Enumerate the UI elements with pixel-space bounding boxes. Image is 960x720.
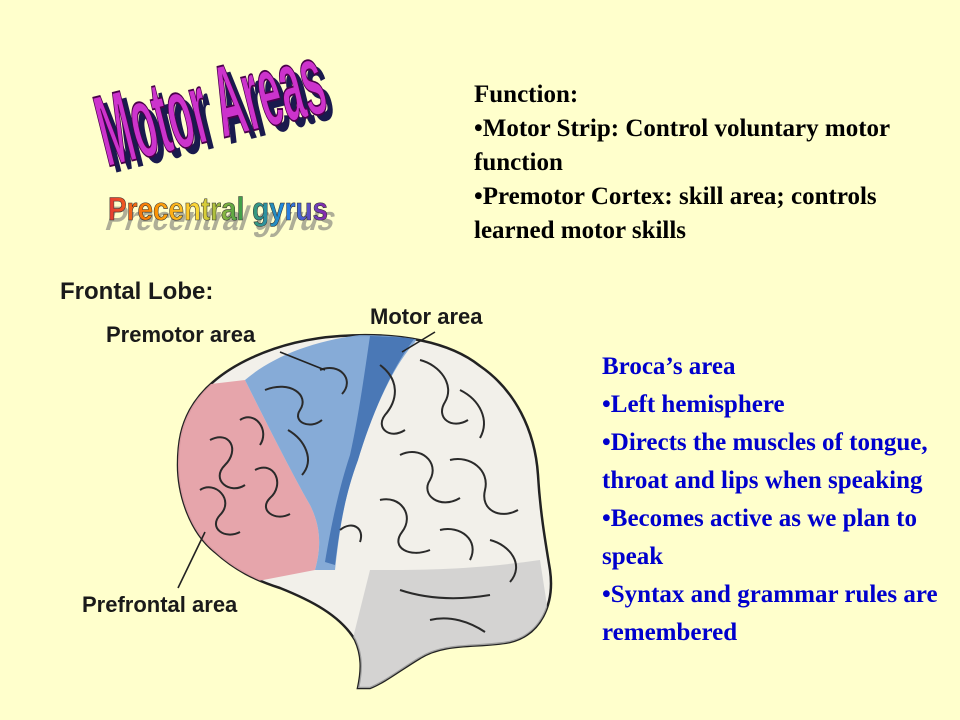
function-heading: Function:	[474, 81, 579, 108]
function-bullet-list: •Motor Strip: Control voluntary motor fu…	[474, 112, 944, 248]
list-item: •Left hemisphere	[602, 391, 785, 418]
list-item: •Premotor Cortex: skill area; controls l…	[474, 183, 877, 244]
title-wordart: Motor Areas Motor Areas	[84, 30, 342, 180]
subtitle-shadow: Precentral gyrus	[101, 200, 341, 238]
broca-bullet-list: •Left hemisphere •Directs the muscles of…	[602, 386, 942, 652]
function-bullet-text: Premotor Cortex: skill area; controls le…	[474, 183, 877, 244]
broca-text-block: Broca’s area •Left hemisphere •Directs t…	[602, 348, 942, 652]
gyri-lines	[199, 359, 519, 633]
broca-bullet-text: Syntax and grammar rules are remembered	[602, 581, 938, 646]
function-text-block: Function: •Motor Strip: Control voluntar…	[474, 78, 944, 248]
premotor-area-label: Premotor area	[106, 322, 256, 347]
prefrontal-leader	[177, 531, 206, 589]
page-subtitle: Precentral gyrus	[108, 191, 328, 227]
list-item: •Syntax and grammar rules are remembered	[602, 581, 938, 646]
figure-heading: Frontal Lobe:	[60, 278, 214, 305]
motor-area-label: Motor area	[370, 304, 483, 329]
frontal-lobe-figure: Frontal Lobe: Premotor area Motor area P…	[40, 270, 560, 690]
page-title: Motor Areas	[85, 30, 336, 180]
label-leaders	[177, 331, 436, 589]
broca-bullet-text: Left hemisphere	[610, 391, 785, 418]
broca-bullet-text: Becomes active as we plan to speak	[602, 505, 917, 570]
temporal-region	[340, 560, 551, 689]
premotor-leader	[279, 351, 326, 371]
list-item: •Becomes active as we plan to speak	[602, 505, 917, 570]
broca-bullet-text: Directs the muscles of tongue, throat an…	[602, 429, 928, 494]
brain-illustration	[176, 331, 553, 690]
function-bullet-text: Motor Strip: Control voluntary motor fun…	[474, 115, 890, 176]
motor-leader	[401, 331, 436, 353]
list-item: •Directs the muscles of tongue, throat a…	[602, 429, 928, 494]
prefrontal-area-label: Prefrontal area	[82, 592, 238, 617]
list-item: •Motor Strip: Control voluntary motor fu…	[474, 115, 890, 176]
subtitle-wordart: Precentral gyrus Precentral gyrus	[101, 191, 341, 238]
broca-heading: Broca’s area	[602, 353, 736, 380]
motor-strip	[325, 336, 415, 565]
